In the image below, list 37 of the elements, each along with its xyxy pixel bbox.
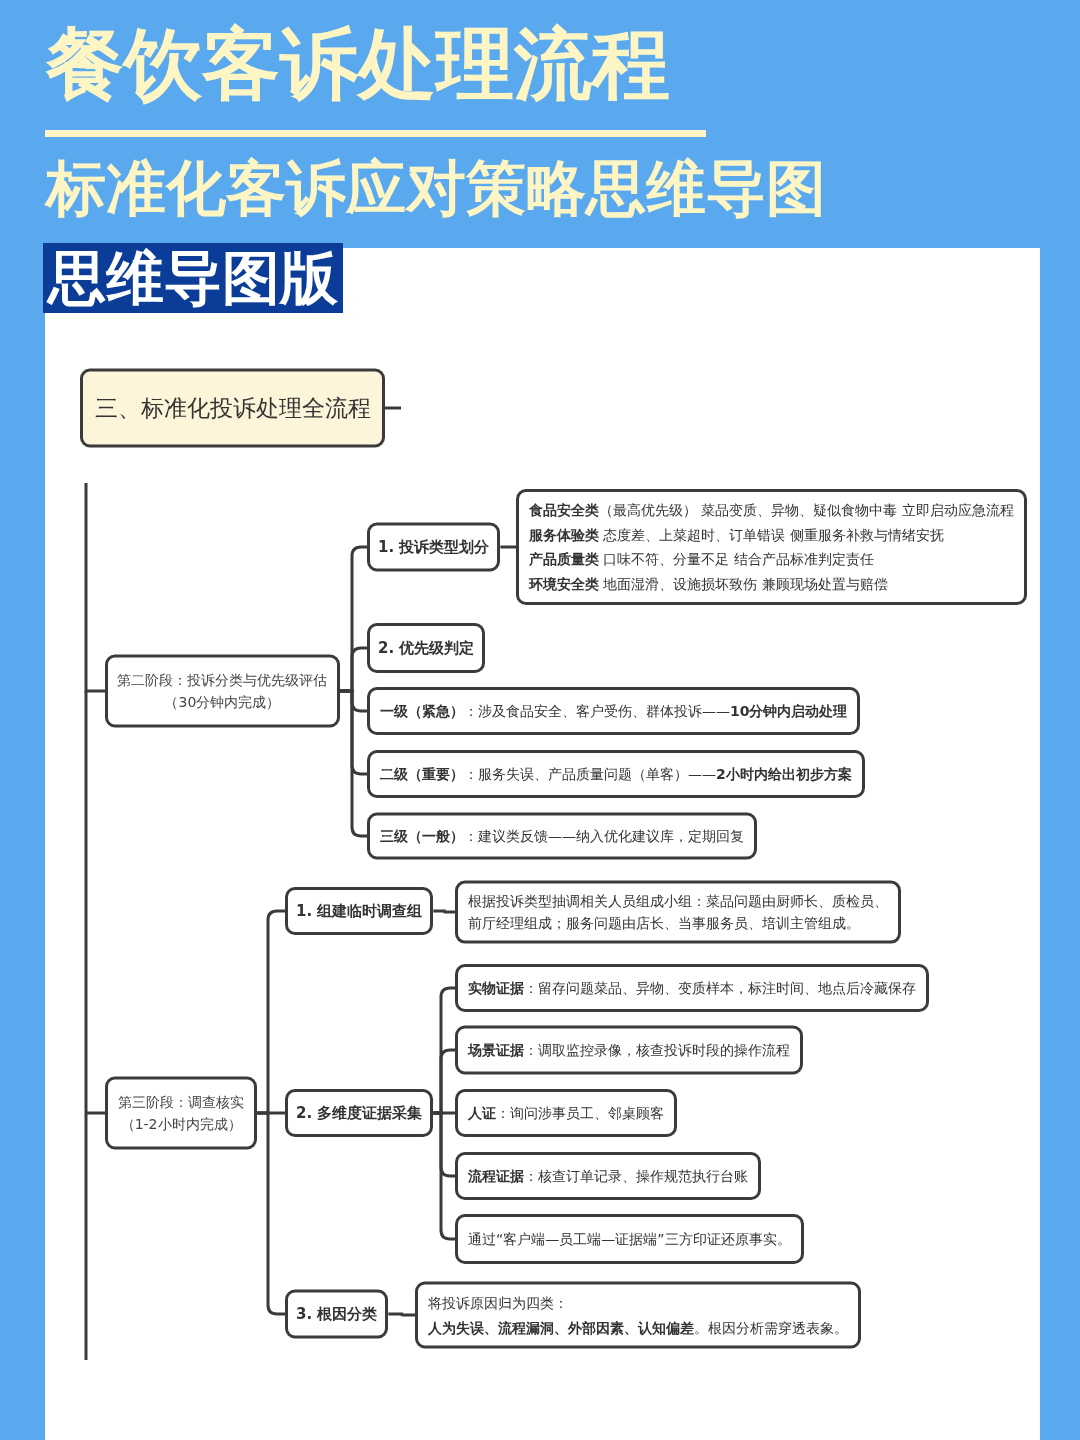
detail-text: 食品安全类（最高优先级） 菜品变质、异物、疑似食物中毒 立即启动应急流程 — [529, 501, 1014, 520]
detail-box: 实物证据：留存问题菜品、异物、变质样本，标注时间、地点后冷藏保存 — [455, 964, 929, 1012]
detail-box: 场景证据：调取监控录像，核查投诉时段的操作流程 — [455, 1025, 803, 1075]
page-title: 餐饮客诉处理流程 — [46, 20, 670, 110]
branch-box: 3. 根因分类 — [285, 1289, 389, 1339]
connector-line — [339, 689, 367, 838]
branch-box: 1. 组建临时调查组 — [285, 887, 434, 935]
connector-line — [433, 1111, 455, 1241]
detail-box: 流程证据：核查订单记录、操作规范执行台账 — [455, 1152, 761, 1200]
detail-box: 一级（紧急）：涉及食品安全、客户受伤、群体投诉——10分钟内启动处理 — [367, 687, 861, 735]
connector-line — [257, 1111, 285, 1316]
phase-box: 第二阶段：投诉分类与优先级评估（30分钟内完成） — [105, 654, 340, 728]
phase-box: 第三阶段：调查核实（1-2小时内完成） — [105, 1076, 258, 1150]
connector-line — [84, 689, 107, 1362]
detail-box: 二级（重要）：服务失误、产品质量问题（单客）——2小时内给出初步方案 — [367, 750, 865, 798]
version-badge: 思维导图版 — [43, 243, 343, 313]
detail-text: 产品质量类 口味不符、分量不足 结合产品标准判定责任 — [529, 550, 875, 569]
topic-box: 三、标准化投诉处理全流程 — [80, 368, 385, 448]
detail-text: 环境安全类 地面湿滑、设施损坏致伤 兼顾现场处置与赔偿 — [529, 574, 889, 594]
detail-box: 三级（一般）：建议类反馈——纳入优化建议库，定期回复 — [367, 812, 757, 860]
detail-box — [415, 1281, 861, 1349]
connector-line — [433, 909, 455, 914]
connector-line — [385, 406, 401, 410]
detail-box: 人证：询问涉事员工、邻桌顾客 — [455, 1089, 677, 1137]
branch-box: 1. 投诉类型划分 — [367, 522, 501, 572]
detail-text: 将投诉原因归为四类： — [428, 1293, 569, 1313]
detail-box — [516, 489, 1027, 605]
detail-box: 根据投诉类型抽调相关人员组成小组：菜品问题由厨师长、质检员、前厅经理组成；服务问题由店长、当事服务员、培训主管组成。 — [455, 880, 902, 944]
page-subtitle: 标准化客诉应对策略思维导图 — [46, 152, 826, 224]
detail-text: 服务体验类 态度差、上菜超时、订单错误 侧重服务补救与情绪安抚 — [529, 525, 945, 545]
detail-box: 通过“客户端—员工端—证据端”三方印证还原事实。 — [455, 1214, 804, 1264]
connector-line — [388, 1312, 415, 1317]
branch-box: 2. 多维度证据采集 — [285, 1089, 434, 1137]
detail-text: 人为失误、流程漏洞、外部因素、认知偏差。根因分析需穿透表象。 — [428, 1318, 848, 1338]
branch-box: 2. 优先级判定 — [367, 623, 486, 673]
connector-line — [500, 545, 516, 549]
connector-line — [84, 483, 105, 693]
